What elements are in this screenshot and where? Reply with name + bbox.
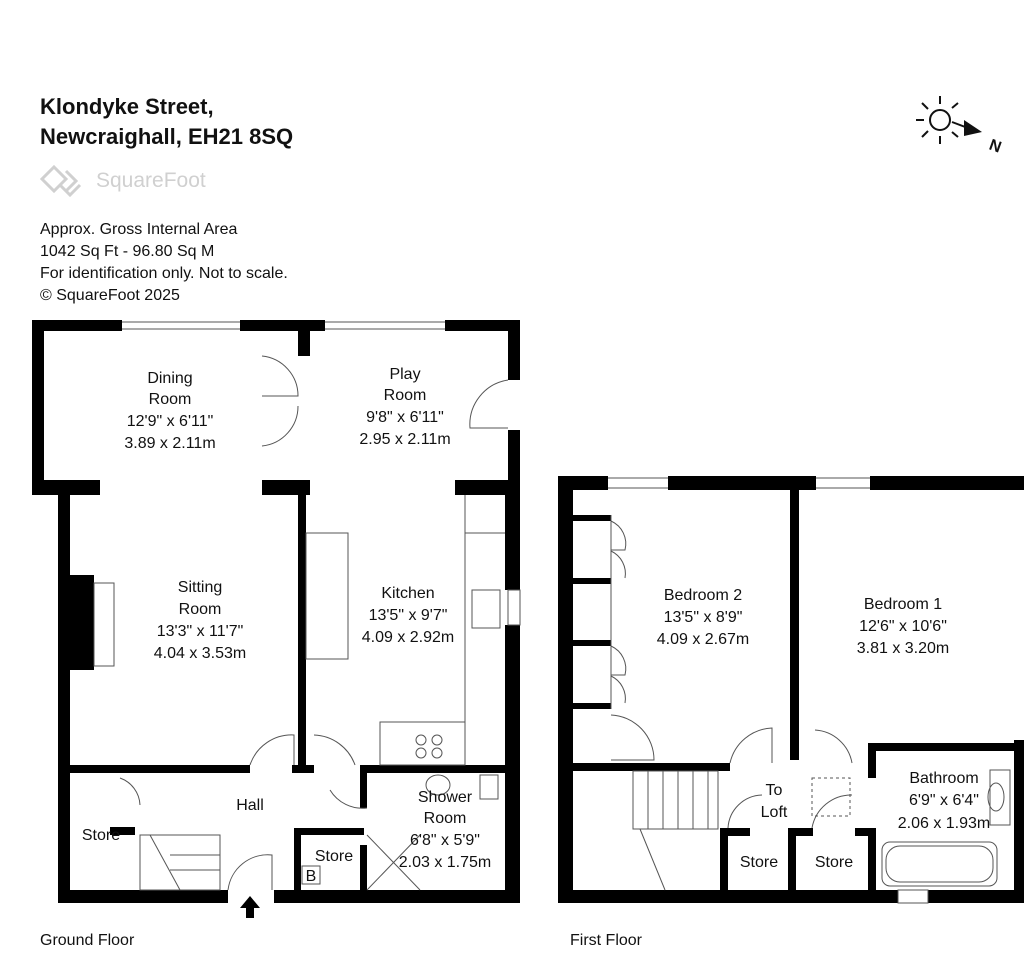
kitchen-imperial: 13'5" x 9'7" [369, 607, 448, 624]
room-labels: Dining Room 12'9" x 6'11" 3.89 x 2.11m P… [82, 366, 990, 885]
bathroom-name: Bathroom [909, 770, 978, 787]
copyright: © SquareFoot 2025 [40, 287, 180, 304]
loft-label-2: Loft [761, 804, 788, 821]
play-room-name-2: Room [384, 387, 427, 404]
ground-floor-label: Ground Floor [40, 932, 135, 949]
bedroom-2-metric: 4.09 x 2.67m [657, 631, 750, 648]
first-floor-plan [558, 476, 1024, 903]
compass-north-label: N [987, 137, 1004, 157]
address-line-2: Newcraighall, EH21 8SQ [40, 124, 294, 149]
logo-text: SquareFoot [96, 169, 206, 192]
bedroom-1-name: Bedroom 1 [864, 596, 942, 613]
store-gf-left-name: Store [82, 827, 120, 844]
ground-floor-details [93, 321, 521, 891]
bedroom-1-metric: 3.81 x 3.20m [857, 640, 950, 657]
first-floor-label: First Floor [570, 932, 642, 949]
play-room-name-1: Play [389, 366, 420, 383]
squarefoot-logo-icon [39, 164, 82, 198]
sitting-room-name-1: Sitting [178, 579, 222, 596]
first-floor-details [608, 477, 1011, 904]
dining-room-name-2: Room [149, 391, 192, 408]
sun-compass-icon [916, 96, 982, 144]
store-gf-mid-name: Store [315, 848, 353, 865]
boiler-label: B [306, 868, 317, 885]
disclaimer: For identification only. Not to scale. [40, 265, 288, 282]
dining-room-metric: 3.89 x 2.11m [124, 435, 215, 452]
bathroom-imperial: 6'9" x 6'4" [909, 792, 979, 809]
store-ff-2-name: Store [815, 854, 853, 871]
store-ff-1-name: Store [740, 854, 778, 871]
loft-label-1: To [766, 782, 783, 799]
bathroom-metric: 2.06 x 1.93m [898, 815, 991, 832]
area-value: 1042 Sq Ft - 96.80 Sq M [40, 243, 215, 260]
squarefoot-logo: SquareFoot [39, 163, 250, 199]
sitting-room-name-2: Room [179, 601, 222, 618]
area-title: Approx. Gross Internal Area [40, 221, 238, 238]
bedroom-1-imperial: 12'6" x 10'6" [859, 618, 947, 635]
shower-room-name-1: Shower [418, 789, 473, 806]
entrance-arrow-icon [240, 896, 260, 918]
shower-room-imperial: 6'8" x 5'9" [410, 832, 480, 849]
bedroom-2-name: Bedroom 2 [664, 587, 742, 604]
address-line-1: Klondyke Street, [40, 94, 214, 119]
dining-room-imperial: 12'9" x 6'11" [127, 413, 214, 430]
kitchen-name: Kitchen [381, 585, 434, 602]
bedroom-2-imperial: 13'5" x 8'9" [664, 609, 743, 626]
shower-room-name-2: Room [424, 810, 467, 827]
play-room-imperial: 9'8" x 6'11" [366, 409, 444, 426]
hall-name: Hall [236, 797, 264, 814]
sitting-room-metric: 4.04 x 3.53m [154, 645, 247, 662]
play-room-metric: 2.95 x 2.11m [359, 431, 450, 448]
ground-floor-plan [32, 320, 520, 903]
kitchen-metric: 4.09 x 2.92m [362, 629, 455, 646]
shower-room-metric: 2.03 x 1.75m [399, 854, 492, 871]
dining-room-name-1: Dining [147, 370, 192, 387]
sitting-room-imperial: 13'3" x 11'7" [157, 623, 244, 640]
